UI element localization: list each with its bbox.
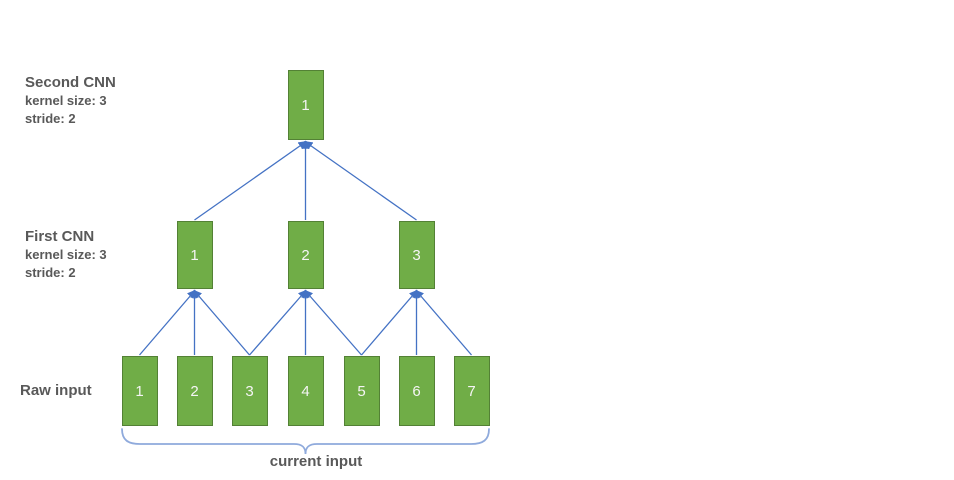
first-cnn-title: First CNN: [25, 228, 95, 245]
raw-input-node-4: 4: [287, 356, 324, 426]
connection-arrow: [193, 289, 250, 356]
current-input-brace: [121, 428, 490, 455]
raw-input-node-3: 3: [231, 356, 268, 426]
connection-arrow: [415, 289, 472, 356]
connection-arrow: [194, 141, 307, 221]
second-cnn-stride: stride: 2: [25, 111, 76, 126]
raw-input-node-5: 5: [343, 356, 380, 426]
raw-input-node-6: 6: [398, 356, 435, 426]
first-cnn-node-2: 2: [287, 221, 324, 289]
connection-arrow: [361, 289, 418, 356]
first-cnn-node-3: 3: [398, 221, 435, 289]
first-cnn-label-block: First CNN kernel size: 3 stride: 2: [25, 228, 107, 282]
current-input-label: current input: [269, 453, 363, 470]
first-cnn-node-1: 1: [176, 221, 213, 289]
raw-input-title: Raw input: [20, 382, 92, 399]
second-cnn-kernel-size: kernel size: 3: [25, 93, 107, 108]
second-cnn-label-block: Second CNN kernel size: 3 stride: 2: [25, 74, 116, 128]
raw-input-node-1: 1: [121, 356, 158, 426]
connection-arrow: [304, 289, 362, 356]
second-cnn-node-1: 1: [287, 70, 324, 140]
connection-arrow: [249, 289, 307, 356]
connection-arrow: [304, 141, 417, 221]
second-cnn-title: Second CNN: [25, 74, 116, 91]
raw-input-node-2: 2: [176, 356, 213, 426]
raw-input-node-7: 7: [453, 356, 490, 426]
first-cnn-stride: stride: 2: [25, 265, 76, 280]
raw-input-label-block: Raw input: [20, 382, 92, 400]
connection-arrow: [139, 289, 196, 356]
first-cnn-kernel-size: kernel size: 3: [25, 247, 107, 262]
